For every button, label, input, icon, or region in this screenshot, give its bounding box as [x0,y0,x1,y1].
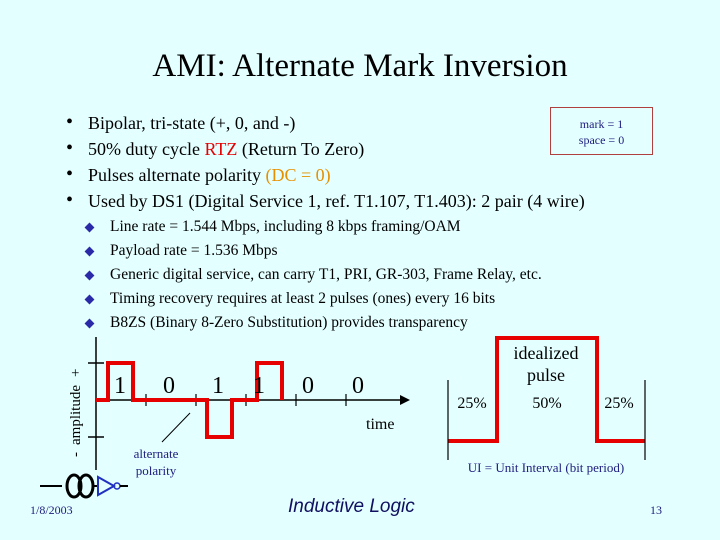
idealized-pulse-title: pulse [527,365,565,385]
bullet-text-segment: (Return To Zero) [237,139,365,159]
pulse-mid-percent: 50% [532,395,561,412]
bit-label: 0 [302,373,314,399]
alternate-polarity-label: alternate [134,446,179,461]
sub-bullet-text: Generic digital service, can carry T1, P… [110,266,542,283]
bit-label: 0 [163,373,175,399]
slide-title: AMI: Alternate Mark Inversion [152,48,568,84]
bullet-text: Pulses alternate polarity (DC = 0) [88,165,331,186]
amplitude-minus-label: - [68,452,84,457]
sub-bullet-text: B8ZS (Binary 8-Zero Substitution) provid… [110,314,468,331]
bullet-dot-icon: • [66,189,74,211]
space-legend-text: space = 0 [578,133,625,147]
inductive-logic-coil-logo-icon [40,473,128,499]
ami-signal-line [96,361,284,439]
bit-label: 0 [352,373,364,399]
bit-labels: 1 0 1 1 0 0 [114,373,364,399]
bullet-text-segment: Bipolar, tri-state (+, 0, and -) [88,113,296,133]
bullet-text-segment: Pulses alternate polarity [88,165,266,185]
bullet-text: Bipolar, tri-state (+, 0, and -) [88,113,295,134]
sub-bullet-text: Payload rate = 1.536 Mbps [110,242,278,259]
bullet-text: Used by DS1 (Digital Service 1, ref. T1.… [88,191,585,212]
bit-label: 1 [114,373,126,399]
sub-bullet-text: Line rate = 1.544 Mbps, including 8 kbps… [110,218,461,235]
idealized-pulse-title: idealized [514,343,579,363]
footer-date: 1/8/2003 [30,503,73,517]
amplitude-plus-label: + [68,369,84,377]
bullet-text-segment: Used by DS1 (Digital Service 1, ref. T1.… [88,191,585,211]
alternate-polarity-pointer [161,412,191,443]
bullet-text-segment: (DC = 0) [265,165,331,185]
bit-label: 1 [253,373,265,399]
pulse-left-percent: 25% [457,395,486,412]
mark-space-legend: mark = 1 space = 0 [550,107,653,155]
bullet-text: 50% duty cycle RTZ (Return To Zero) [88,139,364,160]
pulse-duty-labels: 25% 50% 25% [457,395,633,412]
bullet-text-segment: 50% duty cycle [88,139,205,159]
page-number: 13 [650,503,662,517]
amplitude-label: amplitude [68,385,84,445]
bullet-dot-icon: • [66,137,74,159]
unit-interval-label: UI = Unit Interval (bit period) [468,460,624,475]
bit-label: 1 [212,373,224,399]
time-axis-arrow-icon [400,395,410,405]
footer-brand: Inductive Logic [288,496,415,517]
bullet-text-segment: RTZ [204,139,238,159]
alternate-polarity-label: polarity [136,463,177,478]
bullet-dot-icon: • [66,163,74,185]
amplitude-axis-label: - amplitude + [68,369,84,457]
mark-legend-text: mark = 1 [579,117,624,131]
time-axis-label: time [366,416,394,433]
idealized-pulse-shape [448,336,645,443]
sub-bullet-text: Timing recovery requires at least 2 puls… [110,290,496,307]
bullet-dot-icon: • [66,111,74,133]
pulse-right-percent: 25% [604,395,633,412]
